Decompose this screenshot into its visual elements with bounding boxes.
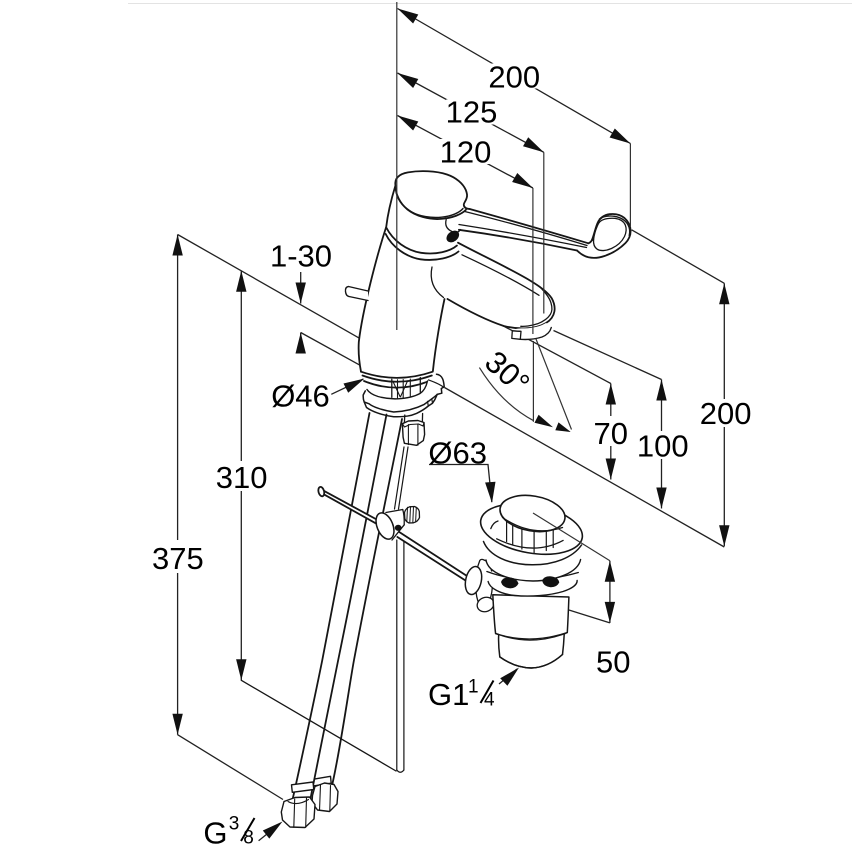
svg-text:200: 200 bbox=[488, 60, 540, 95]
svg-text:3: 3 bbox=[229, 814, 240, 835]
svg-text:Ø63: Ø63 bbox=[428, 435, 487, 470]
svg-text:4: 4 bbox=[484, 690, 495, 711]
svg-text:G1: G1 bbox=[428, 677, 469, 712]
svg-text:125: 125 bbox=[446, 95, 498, 130]
svg-text:1-30: 1-30 bbox=[270, 239, 332, 274]
svg-text:8: 8 bbox=[243, 828, 254, 849]
svg-text:310: 310 bbox=[216, 460, 268, 495]
svg-text:1: 1 bbox=[468, 677, 479, 698]
svg-text:G: G bbox=[203, 816, 227, 851]
svg-text:Ø46: Ø46 bbox=[271, 379, 330, 414]
svg-text:100: 100 bbox=[637, 429, 689, 464]
svg-text:50: 50 bbox=[596, 644, 630, 679]
svg-text:200: 200 bbox=[700, 396, 752, 431]
svg-text:375: 375 bbox=[152, 541, 204, 576]
svg-text:120: 120 bbox=[440, 135, 492, 170]
svg-text:70: 70 bbox=[594, 416, 628, 451]
